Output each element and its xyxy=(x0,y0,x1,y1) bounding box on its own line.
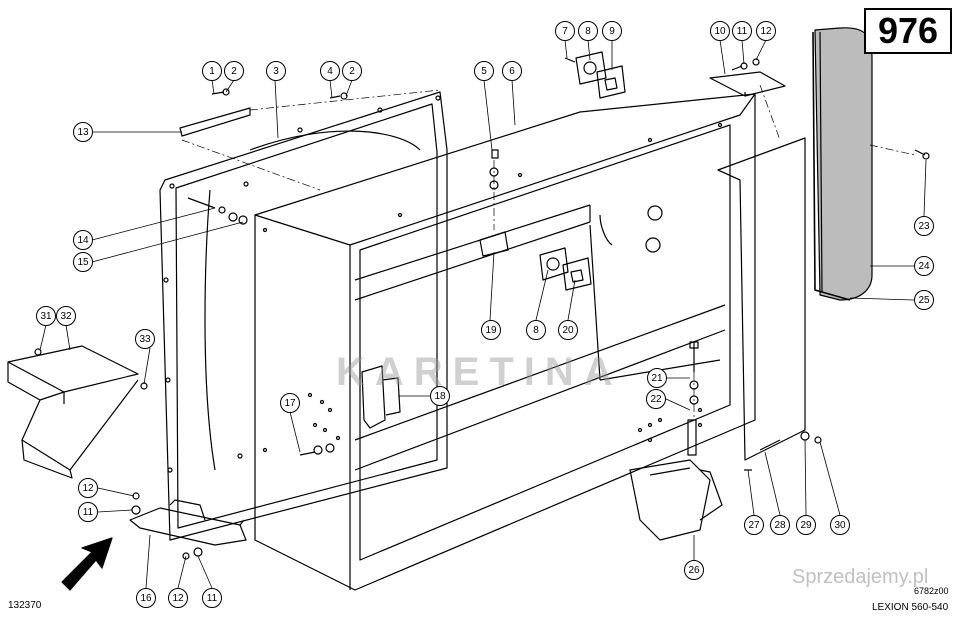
top-bracket xyxy=(709,71,786,97)
mount-bracket-26 xyxy=(629,459,723,541)
callout: 29 xyxy=(796,515,816,535)
fasteners xyxy=(34,57,930,560)
leader-lines xyxy=(39,39,927,589)
bracket-16 xyxy=(129,499,247,546)
callout: 32 xyxy=(56,306,76,326)
site-watermark: Sprzedajemy.pl xyxy=(792,566,929,588)
callout: 8 xyxy=(526,320,546,340)
cover-strip xyxy=(179,107,251,137)
callout: 9 xyxy=(602,21,622,41)
page-number-badge: 976 xyxy=(864,8,952,54)
callout: 8 xyxy=(578,21,598,41)
callout: 23 xyxy=(914,216,934,236)
callout: 28 xyxy=(770,515,790,535)
assembly-lines xyxy=(181,84,916,420)
callout: 4 xyxy=(320,61,340,81)
callout: 14 xyxy=(73,230,93,250)
long-bolt xyxy=(687,341,699,456)
callout: 7 xyxy=(555,21,575,41)
callout: 3 xyxy=(266,61,286,81)
watermark-text: KARETINA xyxy=(336,350,623,394)
shroud-frame xyxy=(159,91,448,541)
callout: 12 xyxy=(168,588,188,608)
callout: 31 xyxy=(36,306,56,326)
callout: 16 xyxy=(136,588,156,608)
callout: 11 xyxy=(78,502,98,522)
callout: 25 xyxy=(914,290,934,310)
callout: 27 xyxy=(744,515,764,535)
callout: 11 xyxy=(202,588,222,608)
callout: 5 xyxy=(474,61,494,81)
filter-screen xyxy=(812,27,873,301)
callout: 12 xyxy=(756,21,776,41)
callout: 26 xyxy=(684,560,704,580)
callout: 13 xyxy=(73,122,93,142)
callout: 2 xyxy=(224,61,244,81)
callout: 2 xyxy=(342,61,362,81)
callout: 6 xyxy=(502,61,522,81)
callout: 24 xyxy=(914,256,934,276)
callout: 30 xyxy=(830,515,850,535)
callout: 33 xyxy=(135,329,155,349)
callout: 22 xyxy=(646,389,666,409)
callout: 18 xyxy=(430,386,450,406)
callout: 21 xyxy=(647,368,667,388)
model-label: LEXION 560-540 xyxy=(872,602,949,613)
callout: 19 xyxy=(481,320,501,340)
callout: 17 xyxy=(280,393,300,413)
callout: 15 xyxy=(73,252,93,272)
callout: 12 xyxy=(78,478,98,498)
callout: 10 xyxy=(710,21,730,41)
side-cover-panel xyxy=(717,137,806,461)
callout: 20 xyxy=(558,320,578,340)
drawing-code-left: 132370 xyxy=(8,600,42,611)
bracket-18 xyxy=(361,365,401,429)
cover-plates xyxy=(539,51,626,291)
support-bracket-32 xyxy=(7,345,139,479)
callout: 1 xyxy=(202,61,222,81)
housing-box xyxy=(254,93,756,591)
callout: 11 xyxy=(732,21,752,41)
drawing-code-right: 6782z00 xyxy=(914,586,949,596)
direction-arrow xyxy=(61,537,113,591)
